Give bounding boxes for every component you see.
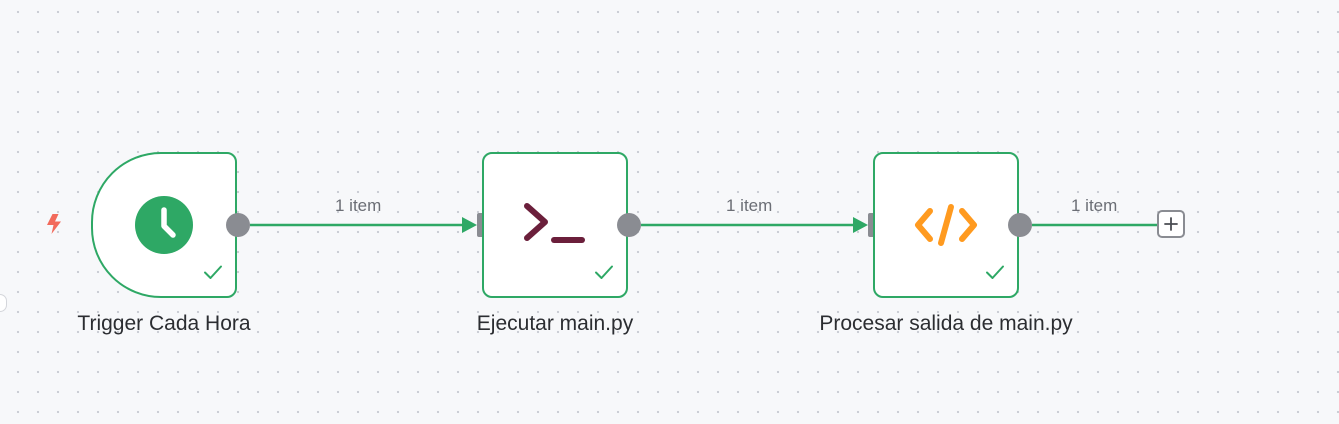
node-procesar-salida[interactable] [873,152,1019,298]
add-node-button[interactable] [1157,210,1185,238]
success-check-icon [595,265,613,279]
node-trigger-cada-hora[interactable] [91,152,237,298]
connection-trigger-to-exec[interactable] [250,217,477,233]
output-handle[interactable] [226,213,250,237]
node-label-trigger: Trigger Cada Hora [77,312,251,335]
code-icon [914,202,978,248]
node-label-code: Procesar salida de main.py [819,312,1073,335]
edge-label-items: 1 item [1071,196,1118,215]
lightning-bolt-icon [47,214,61,234]
connection-arrowhead [462,217,477,233]
plus-icon [1164,217,1178,231]
clock-icon [134,195,194,255]
node-ejecutar-main-py[interactable] [482,152,628,298]
node-label-exec: Ejecutar main.py [476,312,634,335]
success-check-icon [986,265,1004,279]
output-handle[interactable] [1008,213,1032,237]
success-check-icon [204,265,222,279]
connection-exec-to-code[interactable] [641,217,868,233]
terminal-icon [522,200,588,250]
edge-label-items: 1 item [726,196,773,215]
connection-arrowhead [853,217,868,233]
output-handle[interactable] [617,213,641,237]
edge-label-items: 1 item [335,196,382,215]
